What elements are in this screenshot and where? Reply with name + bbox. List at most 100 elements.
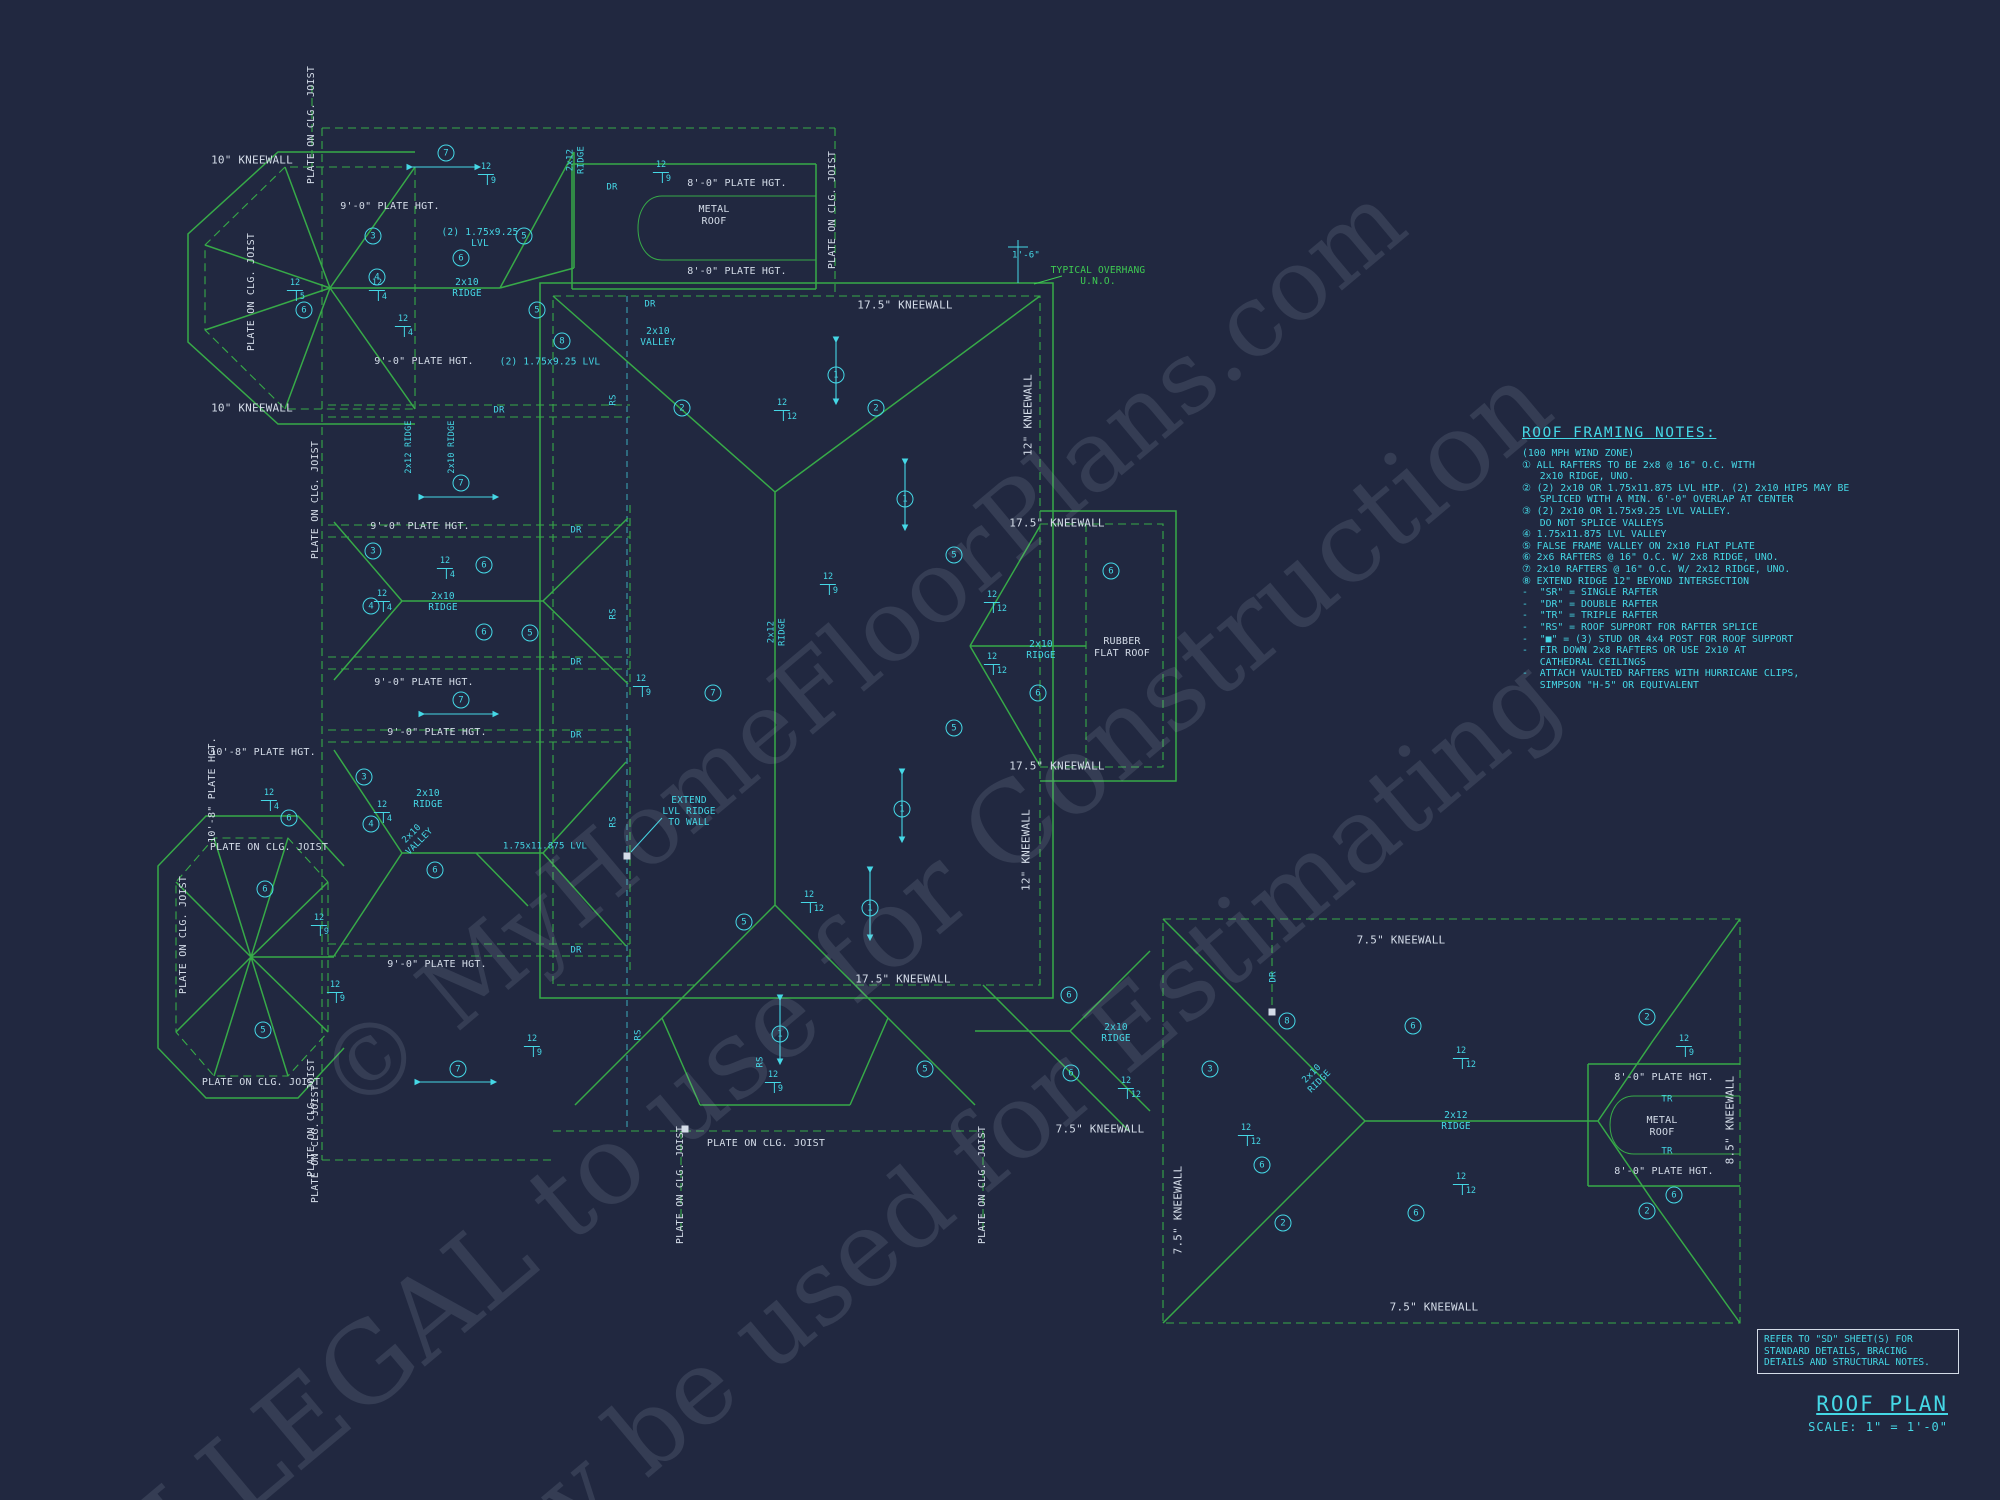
annotation-label: (2) 1.75x9.25 LVL <box>499 356 601 368</box>
annotation-label: PLATE ON CLG. JOIST <box>178 875 190 995</box>
annotation-label: METAL ROOF <box>698 204 730 227</box>
annotation-label: 1.75x11.875 LVL <box>502 841 588 852</box>
annotation-label: RS <box>633 1029 644 1041</box>
keynote-callout: 4 <box>362 597 380 615</box>
sd-note-line: DETAILS AND STRUCTURAL NOTES. <box>1764 1357 1930 1368</box>
annotation-label: 17.5" KNEEWALL <box>855 972 951 986</box>
notes-line: SPLICED WITH A MIN. 6'-0" OVERLAP AT CEN… <box>1522 494 1794 506</box>
notes-line: ③ (2) 2x10 OR 1.75x9.25 LVL VALLEY. <box>1522 505 1732 517</box>
annotation-label: 10" KNEEWALL <box>211 401 293 415</box>
keynote-callout: 6 <box>1253 1156 1271 1174</box>
sd-note-line: REFER TO "SD" SHEET(S) FOR <box>1764 1334 1913 1345</box>
notes-line: - "SR" = SINGLE RAFTER <box>1522 587 1658 599</box>
annotation-label: PLATE ON CLG. JOIST <box>306 65 318 185</box>
sheet-title: ROOF PLAN <box>1816 1392 1948 1416</box>
annotation-label: 2x10 RIDGE <box>1101 1021 1131 1044</box>
keynote-callout: 6 <box>1062 1064 1080 1082</box>
annotation-label: 17.5" KNEEWALL <box>1009 516 1105 530</box>
annotation-label: 2x10 RIDGE <box>413 787 443 810</box>
annotation-label: 7.5" KNEEWALL <box>1389 1300 1479 1314</box>
annotation-label: 8.5" KNEEWALL <box>1723 1075 1737 1165</box>
annotation-label: 8'-0" PLATE HGT. <box>687 178 787 190</box>
annotation-label: 9'-0" PLATE HGT. <box>374 356 474 368</box>
keynote-callout: 1 <box>893 800 911 818</box>
annotation-label: DR <box>493 405 505 416</box>
annotation-label: DR <box>1268 971 1279 983</box>
notes-line: - ATTACH VAULTED RAFTERS WITH HURRICANE … <box>1522 668 1800 680</box>
annotation-label: 2x10 VALLEY <box>640 325 676 348</box>
keynote-callout: 5 <box>515 227 533 245</box>
annotation-label: PLATE ON CLG. JOIST <box>977 1125 989 1245</box>
annotation-label: 8'-0" PLATE HGT. <box>1614 1072 1714 1084</box>
keynote-callout: 1 <box>861 899 879 917</box>
annotation-label: 8'-0" PLATE HGT. <box>687 266 787 278</box>
keynote-callout: 6 <box>295 301 313 319</box>
annotation-label: DR <box>570 730 582 741</box>
annotation-label: 10" KNEEWALL <box>211 153 293 167</box>
notes-line: ⑦ 2x10 RAFTERS @ 16" O.C. W/ 2x12 RIDGE,… <box>1522 563 1791 575</box>
keynote-callout: 2 <box>673 399 691 417</box>
keynote-callout: 8 <box>1278 1012 1296 1030</box>
notes-line: (100 MPH WIND ZONE) <box>1522 448 1635 459</box>
notes-line: - "TR" = TRIPLE RAFTER <box>1522 610 1658 622</box>
annotation-label: 17.5" KNEEWALL <box>857 298 953 312</box>
annotation-label: (2) 1.75x9.25 LVL <box>441 226 519 249</box>
keynote-callout: 7 <box>452 691 470 709</box>
annotation-label: RS <box>755 1056 766 1068</box>
keynote-callout: 3 <box>364 227 382 245</box>
notes-body: (100 MPH WIND ZONE)① ALL RAFTERS TO BE 2… <box>1522 448 1867 691</box>
keynote-callout: 2 <box>1638 1202 1656 1220</box>
annotation-label: METAL ROOF <box>1646 1115 1678 1138</box>
keynote-callout: 5 <box>945 719 963 737</box>
annotation-label: RS <box>608 608 619 620</box>
post-marker <box>623 852 631 860</box>
keynote-callout: 6 <box>452 249 470 267</box>
annotation-label: DR <box>644 299 656 310</box>
keynote-callout: 5 <box>916 1060 934 1078</box>
annotation-label: TYPICAL OVERHANG U.N.O. <box>1050 264 1146 287</box>
title-block: ROOF PLAN SCALE: 1" = 1'-0" <box>1808 1392 1948 1434</box>
keynote-callout: 1 <box>827 366 845 384</box>
annotation-label: 2x12 RIDGE <box>766 617 787 647</box>
annotation-label: 2x10 RIDGE <box>446 420 457 474</box>
post-marker <box>681 1125 689 1133</box>
annotation-label: 7.5" KNEEWALL <box>1055 1122 1145 1136</box>
keynote-callout: 6 <box>280 809 298 827</box>
annotation-label: DR <box>570 945 582 956</box>
keynote-callout: 7 <box>437 144 455 162</box>
keynote-callout: 1 <box>771 1025 789 1043</box>
keynote-callout: 3 <box>355 768 373 786</box>
annotation-label: EXTEND LVL RIDGE TO WALL <box>662 795 716 829</box>
annotation-label: 2x12 RIDGE <box>403 420 414 474</box>
keynote-callout: 6 <box>1060 986 1078 1004</box>
notes-line: - "DR" = DOUBLE RAFTER <box>1522 598 1658 610</box>
annotation-label: TR <box>1661 1094 1673 1105</box>
keynote-callout: 8 <box>553 332 571 350</box>
annotation-label: 12" KNEEWALL <box>1021 374 1035 456</box>
notes-line: ② (2) 2x10 OR 1.75x11.875 LVL HIP. (2) 2… <box>1522 482 1850 494</box>
keynote-callout: 6 <box>475 623 493 641</box>
annotation-label: 17.5" KNEEWALL <box>1009 759 1105 773</box>
notes-line: - "■" = (3) STUD OR 4x4 POST FOR ROOF SU… <box>1522 633 1794 645</box>
annotation-label: 2x12 RIDGE <box>1441 1109 1471 1132</box>
notes-line: ⑧ EXTEND RIDGE 12" BEYOND INTERSECTION <box>1522 575 1750 587</box>
keynote-callout: 2 <box>867 399 885 417</box>
keynote-callout: 7 <box>704 684 722 702</box>
